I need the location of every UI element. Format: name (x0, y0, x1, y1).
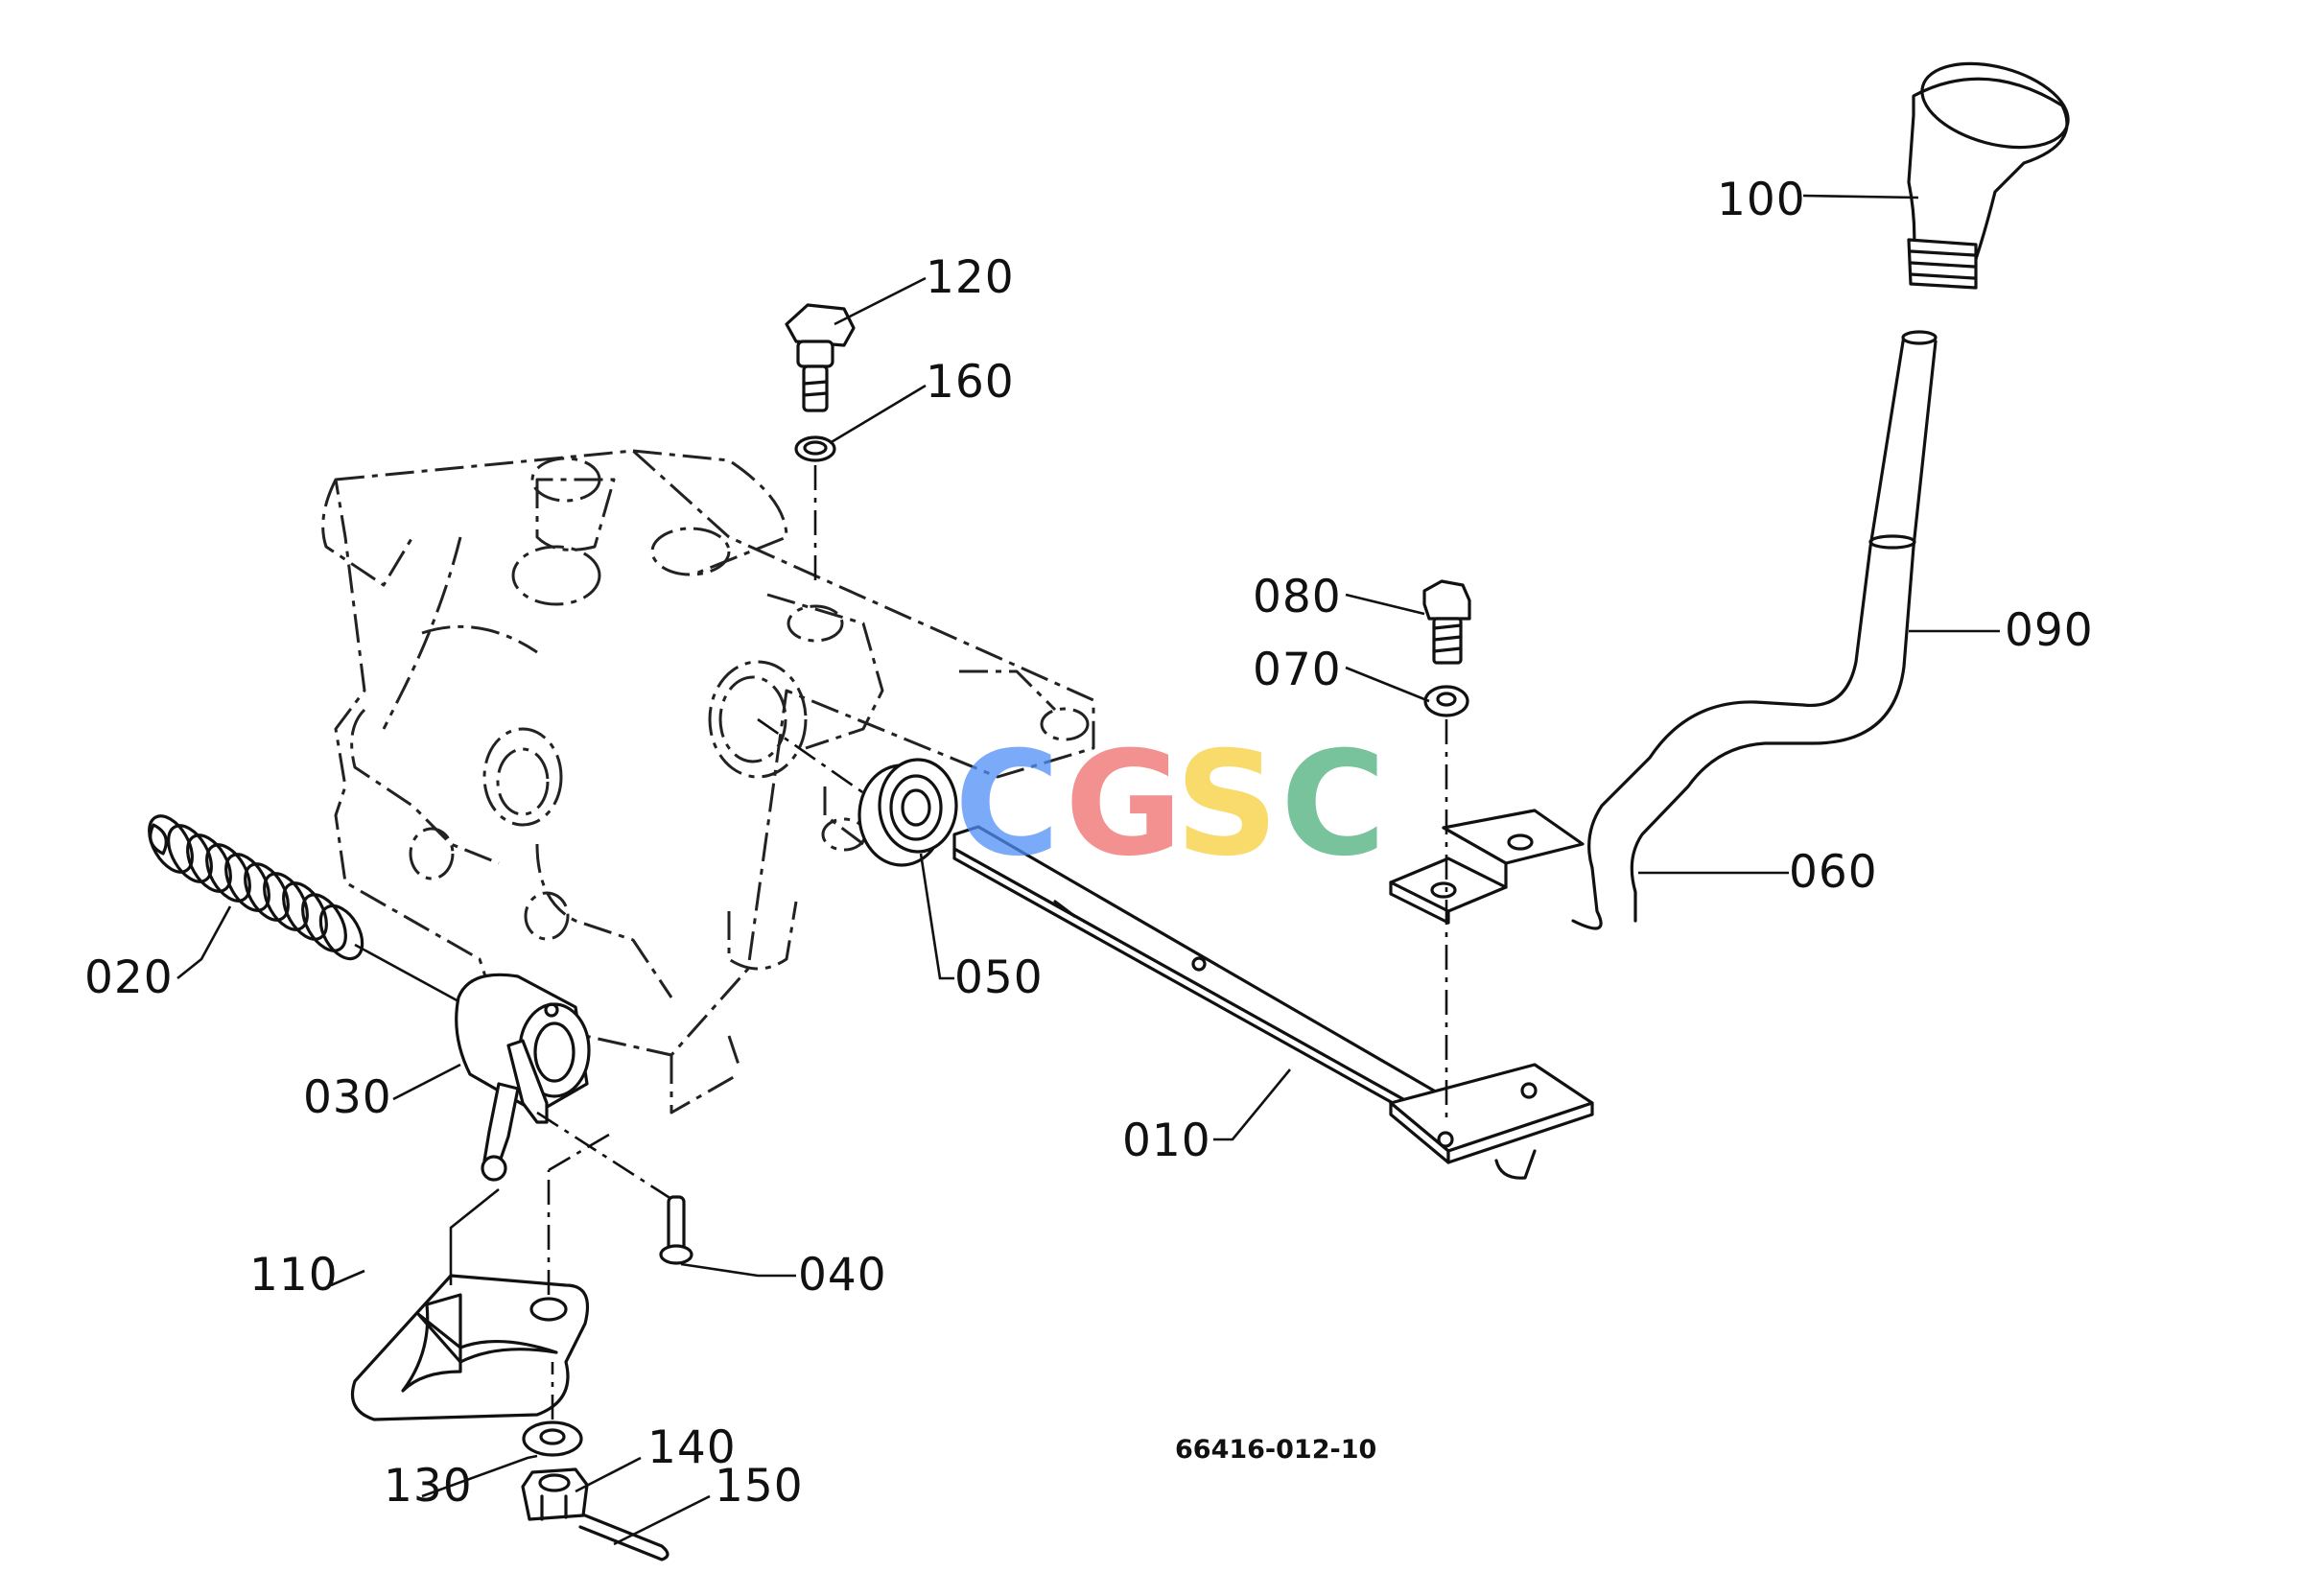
part-060-bracket (1389, 809, 1585, 925)
part-070-washer (1423, 685, 1469, 717)
watermark-letter-s: S (1175, 721, 1279, 888)
part-100-knob (1907, 61, 2070, 290)
label-120: 120 (926, 251, 1015, 304)
label-140: 140 (647, 1421, 737, 1474)
part-020-spring (148, 814, 364, 961)
watermark-logo: C G S C (954, 721, 1386, 888)
leader-lines (176, 194, 2000, 1546)
label-110: 110 (249, 1249, 339, 1302)
label-010: 010 (1122, 1115, 1211, 1167)
label-130: 130 (384, 1460, 473, 1513)
drawing-code: 66416-012-10 (1175, 1435, 1376, 1465)
label-100: 100 (1717, 174, 1806, 226)
part-040-pin (659, 1195, 693, 1265)
part-labels: 100 120 160 090 080 070 060 050 020 030 … (84, 174, 2094, 1513)
label-150: 150 (715, 1460, 804, 1513)
part-090-lever-rod (1571, 330, 1938, 930)
watermark-letter-c1: C (954, 721, 1060, 888)
housing-phantom (321, 449, 1095, 1115)
label-030: 030 (303, 1071, 392, 1124)
part-130-washer (522, 1420, 583, 1457)
part-030-collar-arm (455, 973, 591, 1182)
part-110-quadrant-plate (350, 1274, 590, 1421)
watermark-letter-c2: C (1280, 721, 1386, 888)
label-040: 040 (798, 1249, 887, 1302)
label-060: 060 (1789, 846, 1878, 899)
label-160: 160 (926, 356, 1015, 409)
part-160-o-ring (794, 435, 836, 462)
part-050-bearing (857, 758, 958, 867)
part-140-castle-nut (521, 1467, 589, 1521)
label-080: 080 (1253, 571, 1342, 623)
label-020: 020 (84, 951, 174, 1004)
label-090: 090 (2005, 604, 2094, 657)
label-070: 070 (1253, 644, 1342, 696)
part-150-cotter-pin (578, 1514, 669, 1561)
label-050: 050 (954, 951, 1044, 1004)
watermark-letter-g: G (1065, 721, 1183, 888)
part-120-detent-pin (785, 303, 856, 412)
part-010-shaft (952, 825, 1594, 1180)
part-080-bolt (1422, 579, 1471, 665)
